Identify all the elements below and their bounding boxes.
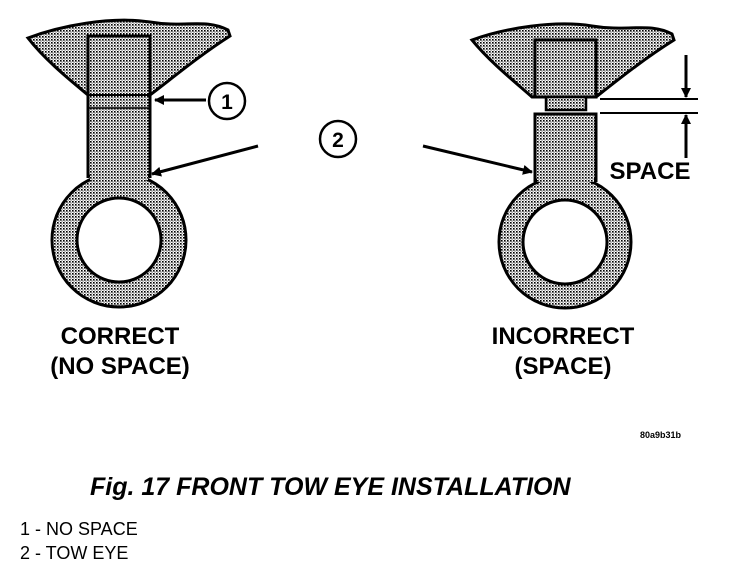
callout-2-circle	[318, 119, 358, 159]
callout-2: 2	[151, 119, 533, 177]
incorrect-assembly	[469, 22, 676, 310]
callout-1-circle	[207, 81, 247, 121]
callout-1-number: 1	[221, 91, 233, 114]
correct-assembly	[25, 18, 232, 309]
correct-label-line1: CORRECT	[60, 323, 180, 350]
incorrect-label-line1: INCORRECT	[491, 323, 635, 350]
legend: 1 - NO SPACE 2 - TOW EYE	[20, 517, 138, 565]
space-dimension	[600, 55, 698, 158]
correct-tow-eye-shank	[86, 34, 152, 178]
incorrect-label-line2: (SPACE)	[514, 353, 612, 380]
legend-item: 1 - NO SPACE	[20, 519, 138, 539]
incorrect-label: INCORRECT (SPACE)	[463, 322, 663, 382]
callout-2-arrow-right	[422, 144, 533, 175]
callout-2-number: 2	[332, 129, 344, 152]
correct-label-line2: (NO SPACE)	[50, 353, 190, 380]
incorrect-stud	[544, 95, 588, 112]
callout-1: 1	[154, 81, 247, 121]
callout-2-arrow-left	[151, 144, 259, 177]
space-label: SPACE	[609, 158, 691, 185]
figure-caption: Fig. 17 FRONT TOW EYE INSTALLATION	[90, 473, 571, 501]
figure-code: 80a9b31b	[640, 430, 682, 440]
legend-item: 2 - TOW EYE	[20, 543, 129, 563]
correct-label: CORRECT (NO SPACE)	[20, 322, 220, 382]
tow-eye-diagram: 1 2	[25, 18, 698, 310]
incorrect-mount-collar	[533, 38, 598, 99]
